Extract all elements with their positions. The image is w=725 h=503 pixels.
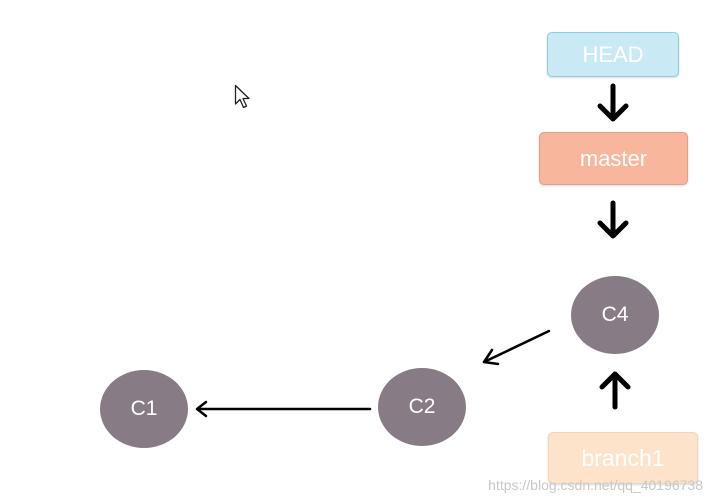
watermark-text: https://blog.csdn.net/qq_40196738 (488, 477, 703, 493)
arrow-c2-to-c1 (195, 400, 372, 418)
branch1-branch-box: branch1 (548, 432, 698, 484)
head-pointer-box: HEAD (547, 32, 679, 77)
commit-node-c1: C1 (100, 370, 188, 448)
arrow-c4-to-c2 (482, 329, 551, 366)
commit-node-c2: C2 (378, 368, 466, 446)
arrow-head-to-master (597, 83, 629, 122)
arrow-master-to-c4 (597, 200, 629, 239)
master-branch-box: master (539, 132, 688, 185)
mouse-pointer-icon (234, 84, 250, 109)
arrow-branch1-to-c4 (599, 371, 631, 410)
commit-node-c4: C4 (571, 276, 659, 354)
